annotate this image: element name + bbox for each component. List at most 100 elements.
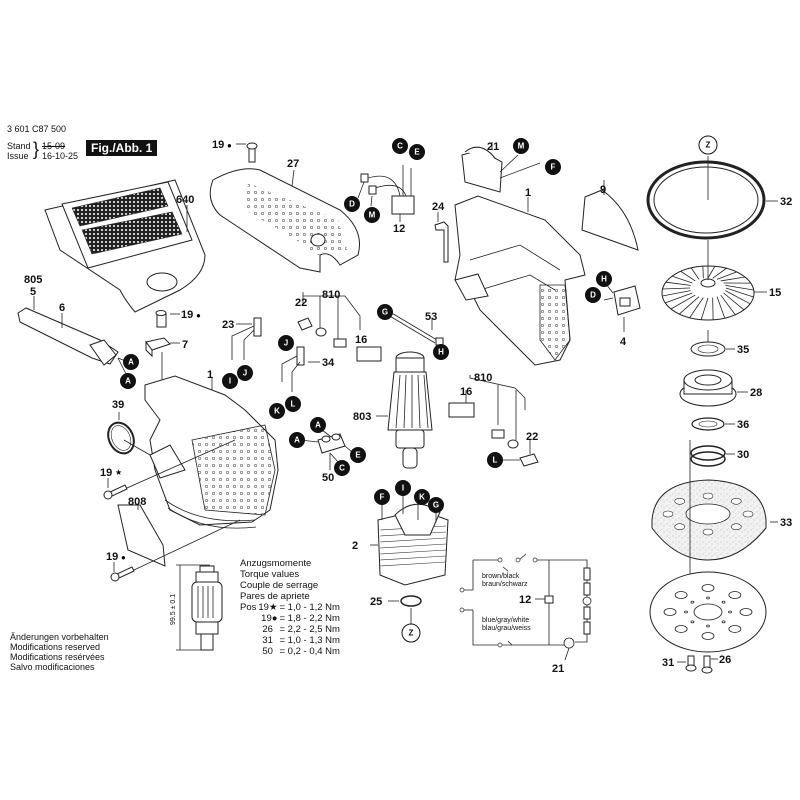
wire-ref-12: 12 [519,594,531,606]
seal-30 [690,445,735,467]
capacitor-12 [357,165,415,222]
connector-badge-c: C [392,138,408,154]
fan-blade [725,285,754,291]
label-50: 50 [322,472,334,484]
label-33: 33 [780,517,792,529]
wire-ref-21: 21 [552,663,564,675]
dust-hole [706,596,710,600]
figure-label: Fig./Abb. 1 [86,140,158,156]
connector-badge-d: D [585,287,601,303]
svg-text:H: H [438,348,444,357]
dust-hole [728,610,732,614]
contact-24 [434,212,449,263]
label-25: 25 [370,596,382,608]
connector-badge-h: H [596,271,612,287]
svg-text:J: J [284,339,288,348]
pos-label: Pos [240,602,257,613]
dust-hole [721,600,726,604]
label-21: 21 [487,141,499,153]
stator-2 [370,495,449,586]
connector-badge-g: G [377,304,393,320]
wire-label-braun-schwarz: braun/schwarz [482,581,528,588]
svg-text:L: L [493,456,498,465]
label-30: 30 [737,449,749,461]
connector-badge-f: F [545,159,561,175]
torque-value: = 2,2 - 2,5 Nm [279,624,340,635]
svg-text:K: K [419,493,425,502]
o-ring-39 [107,412,151,456]
fan-blade [716,296,726,319]
label-34: 34 [322,357,335,369]
fan-blade [720,294,736,315]
dust-hole [702,528,714,536]
switch-21 [461,142,541,193]
fan-blade [665,281,691,286]
screws-31-26 [677,655,718,674]
svg-text:A: A [315,421,321,430]
torque-values: Anzugsmomente Torque values Couple de se… [240,558,342,657]
label-805: 805 [24,274,42,286]
marker-dot: ● [227,141,232,150]
svg-text:E: E [355,451,361,460]
svg-text:A: A [294,436,300,445]
svg-text:F: F [380,493,385,502]
fan-blade [725,287,754,298]
torque-row: 19● = 1,8 - 2,2 Nm [240,613,342,624]
label-28: 28 [750,387,762,399]
torque-value: = 1,8 - 2,2 Nm [279,613,340,624]
label-15: 15 [769,287,781,299]
torque-title-fr: Couple de serrage [240,580,319,591]
wire-label-blue-gray-white: blue/gray/white [482,617,529,624]
label-19-star: 19 [100,467,112,479]
dust-hole [728,625,742,633]
fan-15 [661,240,767,321]
fan-blade [680,270,696,282]
label-808: 808 [128,496,146,508]
backing-pad-33 [651,440,778,650]
retaining-ring-25 [388,595,422,624]
label-53: 53 [425,311,437,323]
svg-text:L: L [291,400,296,409]
label-32: 32 [780,196,792,208]
fan-blade [665,292,693,304]
connector-badge-z: Z [698,135,718,155]
housing-half-right-1 [454,195,586,366]
housing-cover-27 [209,142,360,273]
connector-badge-a: A [120,373,136,389]
svg-text:M: M [369,211,376,220]
armature-803 [376,351,433,469]
armature-dimension-label: 99.5 ± 0.1 [170,594,177,625]
modification-notes: Änderungen vorbehalten Modifications res… [10,632,109,672]
fan-blade [690,267,700,280]
label-16-right: 16 [460,386,472,398]
svg-text:D: D [349,200,355,209]
label-31: 31 [662,657,674,669]
fan-blade [662,287,691,290]
dust-hole [728,591,742,599]
label-23: 23 [222,319,234,331]
wiring-diagram: brown/black braun/schwarz blue/gray/whit… [459,553,592,675]
connector-badge-l: L [487,452,503,468]
svg-text:I: I [229,377,231,386]
fan-blade [723,292,745,311]
lead-53 [387,311,444,346]
connector-badge-i: I [222,373,238,389]
terminal-block-50 [299,429,353,470]
label-5: 5 [30,286,36,298]
connector-badge-z: Z [401,623,421,643]
svg-text:A: A [128,358,134,367]
torque-pos: 19● [261,613,278,624]
torque-title-en: Torque values [240,569,300,580]
svg-text:I: I [402,484,404,493]
dust-hole [739,608,753,616]
svg-text:K: K [274,407,280,416]
lead-23 [231,317,262,360]
part-number-labels: 640 805 5 6 19 ● 7 23 1 39 19 ★ 808 19 ●… [24,139,792,669]
dust-hole [742,510,754,518]
label-810-right: 810 [474,372,492,384]
label-19-c: 19 [212,139,224,151]
connector-badge-a: A [289,432,305,448]
svg-text:G: G [433,501,439,510]
fan-blade [725,290,751,305]
svg-text:G: G [382,308,388,317]
